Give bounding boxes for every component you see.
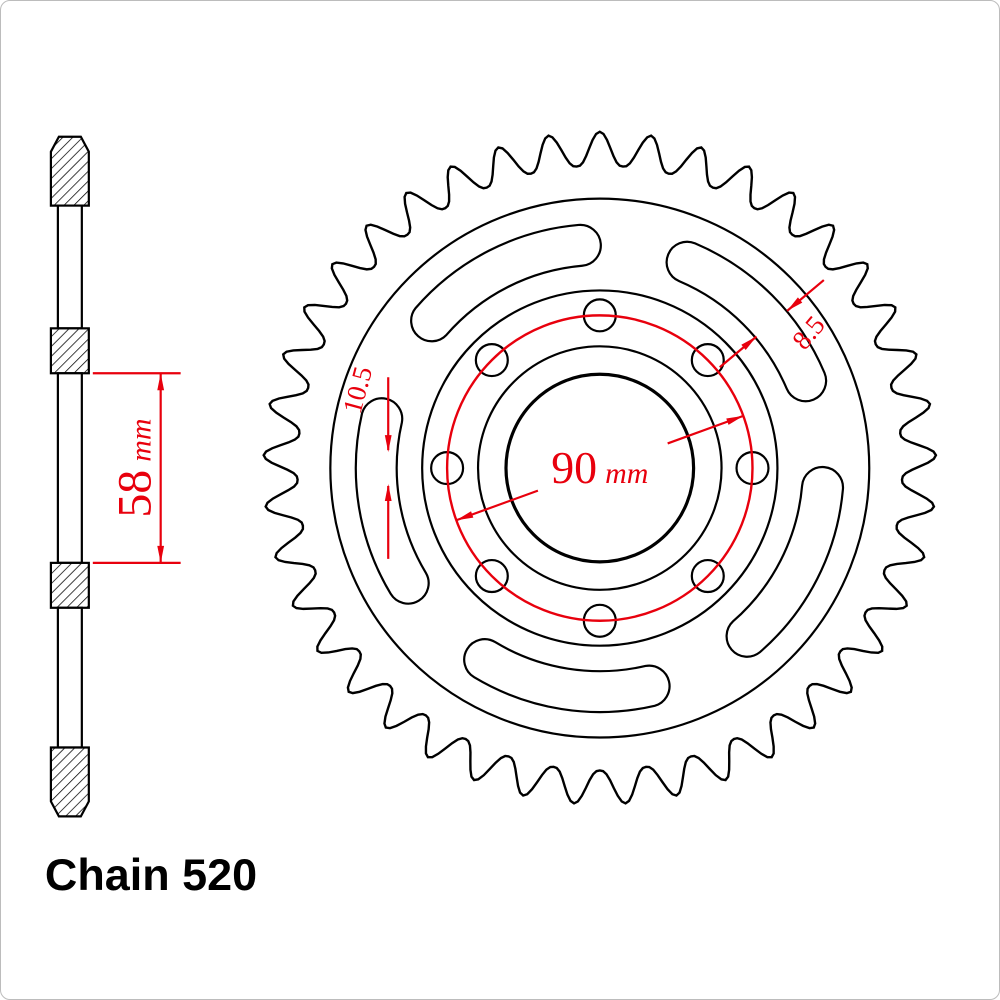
bore-unit: mm bbox=[125, 419, 158, 462]
bolt-circle-90mm bbox=[445, 314, 754, 622]
center-bore-circle bbox=[504, 372, 696, 564]
bore-dimension-label: 58 mm bbox=[109, 419, 162, 518]
bolt-circle-value: 90 bbox=[551, 442, 597, 493]
sprocket-side-view bbox=[49, 135, 90, 818]
dimension-arrowhead bbox=[157, 373, 165, 391]
dimension-arrowhead bbox=[456, 511, 474, 521]
chain-spec-label: Chain 520 bbox=[45, 849, 257, 900]
dimension-arrowhead bbox=[384, 484, 392, 501]
dimension-arrowhead bbox=[726, 415, 744, 425]
lightening-slot bbox=[410, 223, 602, 343]
side-hub-section-upper bbox=[49, 327, 90, 375]
side-tooth-section-top bbox=[49, 135, 90, 207]
dimension-annotations bbox=[92, 279, 825, 622]
dimension-arrowhead bbox=[741, 336, 757, 351]
side-bore-strip bbox=[56, 372, 83, 564]
side-hub-section-lower bbox=[49, 561, 90, 609]
lightening-slots bbox=[354, 223, 845, 714]
bolt-circle-unit: mm bbox=[605, 457, 648, 490]
sprocket-body-circle bbox=[329, 197, 871, 739]
sprocket-front-view bbox=[262, 130, 938, 805]
side-plate-upper bbox=[56, 204, 83, 330]
hub-inner-circle bbox=[476, 345, 723, 591]
lightening-slot bbox=[354, 397, 430, 605]
dimension-arrowheads bbox=[157, 297, 803, 563]
bore-value: 58 bbox=[109, 470, 162, 518]
hub-outer-circle bbox=[421, 289, 779, 647]
dimension-arrowhead bbox=[384, 435, 392, 453]
lightening-slot bbox=[665, 240, 828, 403]
side-tooth-section-bottom bbox=[49, 746, 90, 818]
lightening-slot bbox=[463, 638, 671, 714]
side-plate-lower bbox=[56, 606, 83, 749]
dimension-arrowhead bbox=[787, 297, 803, 311]
dimension-arrowhead bbox=[157, 545, 165, 563]
lightening-slot bbox=[725, 466, 845, 658]
